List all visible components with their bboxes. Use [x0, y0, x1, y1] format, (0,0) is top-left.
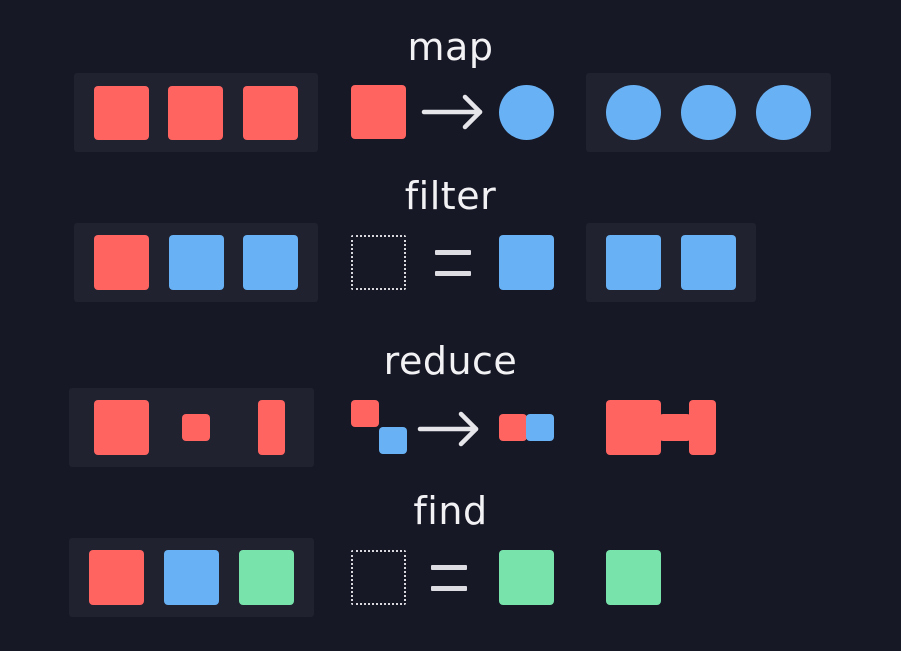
- filter-title: filter: [404, 174, 497, 218]
- red-square: [94, 400, 149, 455]
- dashed-square-icon: [351, 235, 406, 290]
- green-square: [606, 550, 661, 605]
- dashed-square-icon: [351, 550, 406, 605]
- reduce-input-tray: [69, 388, 314, 467]
- blue-small-square: [526, 414, 554, 441]
- reduce-title: reduce: [383, 339, 518, 383]
- filter-input-tray: [74, 223, 318, 302]
- red-square: [606, 400, 661, 455]
- right-arrow-icon: [421, 94, 483, 130]
- find-title: find: [413, 489, 488, 533]
- red-small-square: [182, 414, 210, 441]
- filter-output-tray: [586, 223, 756, 302]
- green-square: [239, 550, 294, 605]
- map-title: map: [407, 25, 494, 69]
- red-small-square: [499, 414, 527, 441]
- blue-circle: [681, 85, 736, 140]
- red-small-square: [659, 414, 691, 441]
- equals-icon: [431, 565, 467, 591]
- right-arrow-icon: [417, 411, 479, 447]
- red-square: [351, 85, 406, 139]
- red-square: [243, 86, 298, 140]
- blue-square: [681, 235, 736, 290]
- red-square: [168, 86, 223, 140]
- green-square: [499, 550, 554, 605]
- equals-icon: [435, 250, 471, 276]
- blue-square: [169, 235, 224, 290]
- find-input-tray: [69, 538, 314, 617]
- blue-small-square: [379, 427, 407, 454]
- red-bar: [258, 400, 285, 455]
- red-small-square: [351, 400, 379, 427]
- blue-circle: [499, 85, 554, 140]
- map-output-tray: [586, 73, 831, 152]
- red-square: [94, 235, 149, 290]
- blue-square: [499, 235, 554, 290]
- map-input-tray: [74, 73, 318, 152]
- blue-circle: [606, 85, 661, 140]
- blue-square: [606, 235, 661, 290]
- blue-square: [243, 235, 298, 290]
- blue-square: [164, 550, 219, 605]
- red-square: [94, 86, 149, 140]
- red-square: [89, 550, 144, 605]
- blue-circle: [756, 85, 811, 140]
- red-bar: [689, 400, 716, 455]
